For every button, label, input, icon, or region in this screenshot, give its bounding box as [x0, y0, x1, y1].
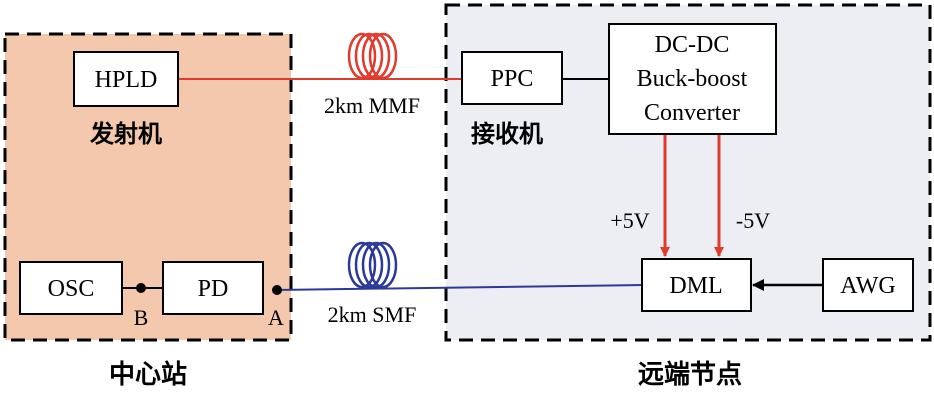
point-a-dot: [272, 285, 282, 295]
hpld-label: HPLD: [95, 67, 158, 93]
smf-fiber-line: [275, 284, 643, 291]
converter-line-1: DC-DC: [655, 32, 730, 58]
receiver-label: 接收机: [471, 120, 543, 148]
mmf-label: 2km MMF: [324, 93, 420, 118]
plus-5v-label: +5V: [610, 208, 649, 233]
point-b-label: B: [134, 305, 149, 330]
osc-label: OSC: [48, 276, 95, 302]
dml-block: DML: [641, 258, 752, 312]
mmf-fiber-coil: [347, 32, 398, 80]
smf-label: 2km SMF: [328, 302, 417, 327]
osc-block: OSC: [19, 261, 123, 315]
converter-line-3: Converter: [644, 100, 740, 126]
smf-fiber-coil: [347, 241, 398, 289]
pd-block: PD: [162, 261, 264, 315]
awg-block: AWG: [822, 258, 914, 312]
hpld-block: HPLD: [73, 51, 179, 107]
dc-dc-converter-block: DC-DC Buck-boost Converter: [608, 23, 777, 135]
converter-line-2: Buck-boost: [637, 66, 748, 92]
point-a-label: A: [268, 305, 284, 330]
minus-5v-label: -5V: [736, 208, 770, 233]
point-b-dot: [136, 283, 146, 293]
ppc-block: PPC: [461, 51, 563, 105]
central-station-title: 中心站: [109, 360, 187, 390]
transmitter-label: 发射机: [89, 120, 162, 148]
awg-label: AWG: [840, 273, 895, 299]
dml-label: DML: [669, 273, 722, 299]
ppc-label: PPC: [491, 66, 534, 92]
pd-label: PD: [198, 276, 229, 302]
remote-node-title: 远端节点: [638, 359, 742, 390]
